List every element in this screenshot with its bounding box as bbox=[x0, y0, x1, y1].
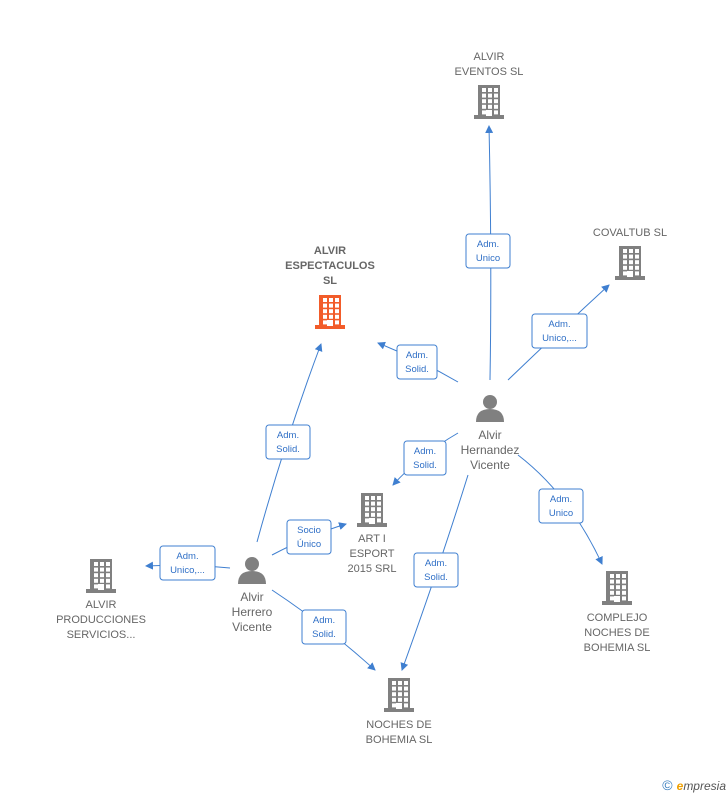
edge-label-box[interactable]: Adm. Unico,... bbox=[531, 313, 588, 349]
company-label-line: NOCHES DE bbox=[366, 719, 431, 731]
edge-hernandez-to-complejo: Adm. Unico bbox=[517, 454, 603, 565]
edge-herrero-to-espectaculos: Adm. Solid. bbox=[256, 343, 323, 543]
edge-label-box[interactable]: Adm. Unico bbox=[465, 233, 511, 269]
company-node-eventos[interactable]: ALVIR EVENTOS SL bbox=[455, 51, 524, 119]
company-label-line: BOHEMIA SL bbox=[366, 734, 433, 746]
brand-initial: e bbox=[676, 779, 684, 793]
edges-layer: Adm.UnicoAdm.Unico,...Adm.Solid.Adm.Soli… bbox=[145, 125, 610, 671]
building-icon bbox=[384, 678, 414, 712]
edge-label-text: Adm. bbox=[548, 319, 570, 330]
edge-hernandez-to-artiesport: Adm. Solid. bbox=[392, 432, 459, 486]
person-label-line: Alvir bbox=[240, 590, 263, 604]
company-label-line: ESPORT bbox=[349, 548, 394, 560]
edge-label-text: Solid. bbox=[413, 460, 437, 471]
edge-label-text: Solid. bbox=[405, 364, 429, 375]
company-label-line: ALVIR bbox=[86, 599, 117, 611]
company-node-complejo[interactable]: COMPLEJO NOCHES DE BOHEMIA SL bbox=[584, 571, 651, 654]
person-label-line: Vicente bbox=[232, 620, 272, 634]
edge-herrero-to-noches: Adm. Solid. bbox=[271, 589, 376, 671]
building-icon bbox=[602, 571, 632, 605]
person-label-line: Herrero bbox=[232, 605, 273, 619]
edge-label-text: Adm. bbox=[406, 350, 428, 361]
company-label-line: COVALTUB SL bbox=[593, 227, 667, 239]
edge-label-text: Solid. bbox=[312, 629, 336, 640]
building-icon bbox=[315, 295, 345, 329]
edge-herrero-to-producciones: Adm. Unico,... bbox=[145, 545, 231, 581]
edge-label-box[interactable]: Adm. Solid. bbox=[403, 440, 447, 476]
company-node-artiesport[interactable]: ART I ESPORT 2015 SRL bbox=[348, 493, 397, 575]
company-label-line: BOHEMIA SL bbox=[584, 642, 651, 654]
footer-brand: ©empresia bbox=[662, 777, 726, 793]
company-node-espectaculos[interactable]: ALVIR ESPECTACULOS SL bbox=[285, 245, 375, 329]
building-icon bbox=[474, 85, 504, 119]
edge-label-text: Solid. bbox=[276, 444, 300, 455]
edge-hernandez-to-covaltub: Adm. Unico,... bbox=[507, 284, 610, 381]
company-label-line: NOCHES DE bbox=[584, 627, 649, 639]
company-label-line: COMPLEJO bbox=[587, 612, 648, 624]
nodes-layer: ALVIR EVENTOS SL COVALTUB SL ALVIR ESPECTACU… bbox=[56, 51, 667, 746]
edge-hernandez-to-eventos: Adm. Unico bbox=[465, 125, 511, 381]
edge-label-box[interactable]: Adm. Unico,... bbox=[159, 545, 216, 581]
company-node-noches[interactable]: NOCHES DE BOHEMIA SL bbox=[366, 678, 433, 746]
person-icon bbox=[238, 557, 266, 584]
company-label-line: ALVIR bbox=[474, 51, 505, 63]
edge-label-text: Adm. bbox=[414, 446, 436, 457]
edge-label-text: Unico bbox=[476, 253, 500, 264]
edge-label-box[interactable]: Adm. Solid. bbox=[413, 552, 459, 588]
edge-hernandez-to-noches: Adm. Solid. bbox=[400, 474, 469, 671]
edge-label-text: Socio bbox=[297, 525, 321, 536]
person-icon bbox=[476, 395, 504, 422]
edge-label-text: Solid. bbox=[424, 572, 448, 583]
company-label-line: ALVIR bbox=[314, 245, 346, 257]
company-label-line: ART I bbox=[358, 533, 386, 545]
edge-label-box[interactable]: Adm. Unico bbox=[538, 488, 584, 524]
edge-label-text: Único bbox=[297, 539, 321, 550]
building-icon bbox=[615, 246, 645, 280]
brand-name: mpresia bbox=[683, 779, 726, 793]
edge-label-text: Adm. bbox=[313, 615, 335, 626]
edge-label-text: Adm. bbox=[425, 558, 447, 569]
company-label-line: ESPECTACULOS bbox=[285, 260, 375, 272]
building-icon bbox=[86, 559, 116, 593]
company-node-covaltub[interactable]: COVALTUB SL bbox=[593, 227, 667, 280]
edge-label-text: Unico,... bbox=[542, 333, 577, 344]
company-node-producciones[interactable]: ALVIR PRODUCCIONES SERVICIOS... bbox=[56, 559, 146, 641]
edge-label-text: Unico,... bbox=[170, 565, 205, 576]
person-label-line: Vicente bbox=[470, 458, 510, 472]
building-icon bbox=[357, 493, 387, 527]
edge-label-text: Unico bbox=[549, 508, 573, 519]
edge-label-text: Adm. bbox=[176, 551, 198, 562]
edge-label-box[interactable]: Adm. Solid. bbox=[265, 424, 311, 460]
edge-hernandez-to-espectaculos: Adm. Solid. bbox=[377, 341, 459, 383]
company-label-line: SERVICIOS... bbox=[67, 629, 136, 641]
person-label-line: Hernandez bbox=[461, 443, 520, 457]
edge-label-box[interactable]: Adm. Solid. bbox=[301, 609, 347, 645]
edge-label-text: Adm. bbox=[277, 430, 299, 441]
company-label-line: PRODUCCIONES bbox=[56, 614, 146, 626]
company-label-line: 2015 SRL bbox=[348, 563, 397, 575]
person-label-line: Alvir bbox=[478, 428, 501, 442]
edge-label-box[interactable]: Adm. Solid. bbox=[396, 344, 438, 380]
edge-label-text: Adm. bbox=[550, 494, 572, 505]
copyright-symbol: © bbox=[662, 777, 673, 793]
company-label-line: SL bbox=[323, 275, 337, 287]
edge-label-text: Adm. bbox=[477, 239, 499, 250]
company-label-line: EVENTOS SL bbox=[455, 66, 524, 78]
